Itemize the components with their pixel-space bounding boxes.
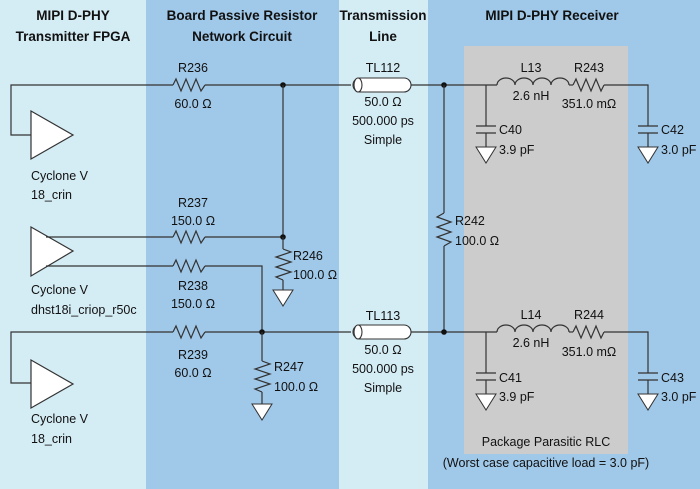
c43-value: 3.0 pF bbox=[661, 390, 697, 404]
package-note: (Worst case capacitive load = 3.0 pF) bbox=[443, 456, 649, 470]
tx-top-model: 18_crin bbox=[31, 188, 72, 202]
tline-tl112-end-icon bbox=[353, 77, 363, 93]
r237-ref: R237 bbox=[178, 196, 208, 210]
c41-ref: C41 bbox=[499, 371, 522, 385]
ground-r246-icon bbox=[272, 289, 294, 307]
column-transmitter-bg bbox=[0, 0, 146, 489]
r244-value: 351.0 mΩ bbox=[562, 345, 617, 359]
wire-r238-out bbox=[205, 265, 263, 332]
buffer-bottom-icon bbox=[30, 358, 75, 410]
r236-value: 60.0 Ω bbox=[174, 97, 211, 111]
tl112-impedance: 50.0 Ω bbox=[364, 95, 401, 109]
c40-value: 3.9 pF bbox=[499, 143, 535, 157]
header-tline-line2: Line bbox=[369, 29, 397, 44]
c41-value: 3.9 pF bbox=[499, 390, 535, 404]
r242-ref: R242 bbox=[455, 214, 485, 228]
r243-value: 351.0 mΩ bbox=[562, 97, 617, 111]
tx-bottom-model: 18_crin bbox=[31, 432, 72, 446]
r246-ref: R246 bbox=[293, 249, 323, 263]
resistor-r243-icon bbox=[572, 77, 605, 93]
l13-ref: L13 bbox=[521, 61, 542, 75]
tline-tl113-end-icon bbox=[353, 324, 363, 340]
tl113-model: Simple bbox=[364, 381, 402, 395]
resistor-r247-icon bbox=[253, 360, 272, 393]
inductor-l13-icon bbox=[496, 77, 570, 86]
wire-r243-c42 bbox=[604, 84, 649, 126]
r247-value: 100.0 Ω bbox=[274, 380, 318, 394]
header-board-line2: Network Circuit bbox=[192, 29, 292, 44]
header-transmitter-line2: Transmitter FPGA bbox=[16, 29, 131, 44]
tx-bottom-name: Cyclone V bbox=[31, 412, 89, 426]
tl112-ref: TL112 bbox=[366, 61, 401, 75]
l13-value: 2.6 nH bbox=[513, 89, 550, 103]
resistor-r237-icon bbox=[172, 229, 206, 245]
tl113-delay: 500.000 ps bbox=[352, 362, 414, 376]
l14-value: 2.6 nH bbox=[513, 336, 550, 350]
c43-ref: C43 bbox=[661, 371, 684, 385]
r238-value: 150.0 Ω bbox=[171, 297, 215, 311]
r244-ref: R244 bbox=[574, 308, 604, 322]
ground-r247-icon bbox=[251, 403, 273, 421]
buffer-middle-icon bbox=[30, 225, 75, 278]
wire-top-input bbox=[10, 84, 173, 136]
tl113-impedance: 50.0 Ω bbox=[364, 343, 401, 357]
package-label: Package Parasitic RLC bbox=[482, 435, 611, 449]
package-parasitic-box bbox=[464, 46, 628, 454]
c42-value: 3.0 pF bbox=[661, 143, 697, 157]
column-board-bg bbox=[146, 0, 339, 489]
resistor-r239-icon bbox=[172, 324, 206, 340]
header-tline-line1: Transmission bbox=[339, 8, 426, 23]
tx-middle-model: dhst18i_criop_r50c bbox=[31, 303, 137, 317]
tl112-delay: 500.000 ps bbox=[352, 114, 414, 128]
header-receiver: MIPI D-PHY Receiver bbox=[485, 8, 619, 23]
resistor-r238-icon bbox=[172, 258, 206, 274]
c40-ref: C40 bbox=[499, 123, 522, 137]
r247-ref: R247 bbox=[274, 360, 304, 374]
tl112-model: Simple bbox=[364, 133, 402, 147]
header-transmitter-line1: MIPI D-PHY bbox=[36, 8, 110, 23]
resistor-r246-icon bbox=[274, 248, 293, 281]
resistor-r242-icon bbox=[435, 212, 453, 247]
r239-ref: R239 bbox=[178, 348, 208, 362]
tx-middle-name: Cyclone V bbox=[31, 283, 89, 297]
inductor-l14-icon bbox=[496, 324, 570, 333]
tl113-ref: TL113 bbox=[366, 309, 401, 323]
tx-top-name: Cyclone V bbox=[31, 169, 89, 183]
r239-value: 60.0 Ω bbox=[174, 366, 211, 380]
r238-ref: R238 bbox=[178, 279, 208, 293]
r242-value: 100.0 Ω bbox=[455, 234, 499, 248]
ground-c40-icon bbox=[475, 146, 497, 164]
r246-value: 100.0 Ω bbox=[293, 268, 337, 282]
c42-ref: C42 bbox=[661, 123, 684, 137]
header-board-line1: Board Passive Resistor bbox=[167, 8, 319, 23]
ground-c42-icon bbox=[637, 146, 659, 164]
r243-ref: R243 bbox=[574, 61, 604, 75]
wire-r244-c43 bbox=[604, 331, 649, 373]
ground-c41-icon bbox=[475, 393, 497, 411]
r237-value: 150.0 Ω bbox=[171, 214, 215, 228]
resistor-r244-icon bbox=[572, 324, 605, 340]
r236-ref: R236 bbox=[178, 61, 208, 75]
l14-ref: L14 bbox=[521, 308, 542, 322]
wire-bottom-input bbox=[10, 331, 173, 384]
junction-bottom-rx bbox=[441, 329, 447, 335]
ground-c43-icon bbox=[637, 393, 659, 411]
resistor-r236-icon bbox=[172, 77, 206, 93]
